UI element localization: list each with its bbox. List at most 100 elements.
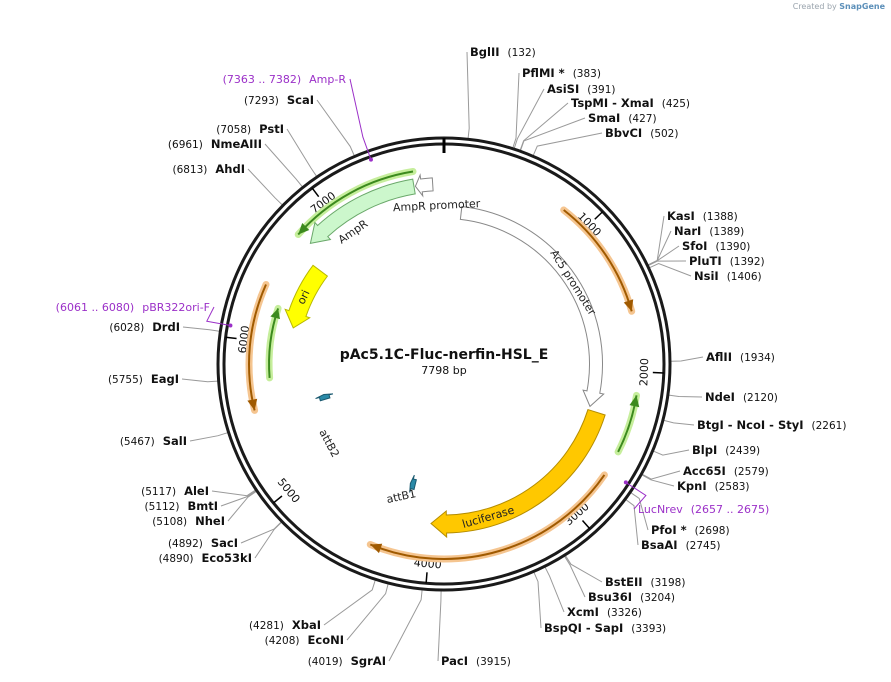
site-position: (502) [650,128,678,140]
feature-ori[interactable] [284,264,329,329]
site-position: (3915) [476,656,511,668]
site-name: PacI [441,654,468,668]
restriction-site[interactable]: NdeI(2120) [705,390,778,404]
site-position: (4208) [265,635,300,647]
primer-range: (7363 .. 7382) [223,73,302,86]
site-name: KpnI [677,479,707,493]
restriction-site[interactable]: (4892)SacI [168,536,238,550]
restriction-site[interactable]: TspMI - XmaI(425) [571,96,690,110]
primer-binding-site[interactable]: (6061 .. 6080)pBR322ori-F [56,301,210,314]
restriction-site[interactable]: (5117)AleI [141,484,209,498]
site-position: (6961) [168,139,203,151]
restriction-site[interactable]: (4019)SgrAI [308,654,386,668]
site-name: EagI [151,372,179,386]
site-name: BstEII [605,575,643,589]
site-line [437,590,442,662]
restriction-site[interactable]: XcmI(3326) [567,605,642,619]
restriction-site[interactable]: (5467)SalI [120,434,187,448]
site-name: NsiI [694,269,719,283]
feature-label-attb2: attB2 [316,427,342,460]
restriction-site[interactable]: PflMI * (383) [522,66,601,80]
restriction-site[interactable]: (5112)BmtI [145,499,218,513]
primer-binding-site[interactable]: (7363 .. 7382)Amp-R [223,73,347,86]
restriction-site[interactable]: NsiI(1406) [694,269,762,283]
restriction-site[interactable]: PfoI *(2698) [651,523,730,537]
tick-mark [311,187,320,198]
site-name: PluTI [689,254,722,268]
restriction-site[interactable]: (6961) NmeAIII [168,137,262,151]
restriction-site[interactable]: (5755)EagI [108,372,179,386]
feature-label-ori: ori [295,288,313,307]
arc-orange-6000-head [247,398,258,411]
site-line [648,260,687,266]
restriction-site[interactable]: (7058)PstI [216,122,284,136]
site-name: PflMI * [522,66,565,80]
site-position: (3198) [651,577,686,589]
restriction-site[interactable]: BtgI - NcoI - StyI(2261) [697,418,846,432]
restriction-site[interactable]: BbvCI(502) [605,126,678,140]
arc-green-2000-head [629,395,640,408]
restriction-sites-layer: BglII(132) PflMI * (383) AsiSI(391)TspMI - … [108,45,847,668]
restriction-site[interactable]: BstEII (3198) [605,575,685,589]
restriction-site[interactable]: KpnI(2583) [677,479,750,493]
site-position: (391) [587,84,615,96]
site-name: KasI [667,209,695,223]
site-position: (1390) [715,241,750,253]
site-name: Bsu36I [588,590,632,604]
site-position: (2261) [812,420,847,432]
site-position: (3393) [631,623,666,635]
primer-binding-site[interactable]: LucNrev(2657 .. 2675) [638,503,769,516]
restriction-site[interactable]: KasI(1388) [667,209,738,223]
restriction-site[interactable]: PacI (3915) [441,654,511,668]
tick-mark [425,572,428,584]
tick-mark [594,211,604,220]
feature-luciferase[interactable] [430,408,606,539]
restriction-site[interactable]: BlpI(2439) [692,443,760,457]
site-lines-layer [181,51,704,662]
restriction-site[interactable]: BsaAI(2745) [641,538,720,552]
restriction-site[interactable]: AsiSI(391) [547,82,615,96]
restriction-site[interactable]: (4890) Eco53kI [159,551,252,565]
restriction-site[interactable]: (7293)ScaI [244,93,314,107]
restriction-site[interactable]: PluTI(1392) [689,254,765,268]
restriction-site[interactable]: (6028)DrdI [109,320,180,334]
restriction-site[interactable]: (4281)XbaI [249,618,321,632]
feature-ampr[interactable] [309,178,416,245]
watermark-brand: SnapGene [839,2,885,11]
restriction-site[interactable]: BglII(132) [470,45,536,59]
site-position: (383) [573,68,601,80]
restriction-site[interactable]: Bsu36I(3204) [588,590,675,604]
restriction-site[interactable]: BspQI - SapI(3393) [544,621,666,635]
site-position: (3326) [607,607,642,619]
arc-orange-lucif [369,474,606,560]
site-name: EcoNI [308,633,344,647]
feature-attb2[interactable] [315,393,334,402]
site-name: Eco53kI [201,551,252,565]
site-line [641,474,675,487]
site-name: NmeAIII [211,137,262,151]
restriction-site[interactable]: (4208) EcoNI [265,633,344,647]
plasmid-length: 7798 bp [421,364,466,377]
site-position: (4890) [159,553,194,565]
site-line [220,490,257,507]
site-line [642,470,681,480]
restriction-site[interactable]: SmaI(427) [588,111,657,125]
restriction-site[interactable]: Acc65I(2579) [683,464,769,478]
restriction-site[interactable]: AflII(1934) [706,350,775,364]
feature-ac5[interactable] [459,205,605,408]
site-name: NdeI [705,390,735,404]
feature-label-ac5: Ac5 promoter [547,247,598,318]
site-position: (1934) [740,352,775,364]
feature-ampr-promoter[interactable] [414,173,434,198]
site-line [346,583,389,641]
watermark-prefix: Created by [792,2,837,11]
site-line [625,499,639,546]
restriction-site[interactable]: (5108)NheI [152,514,225,528]
restriction-site[interactable]: (6813)AhdI [172,162,245,176]
primer-line [349,78,372,160]
tick-label: 2000 [637,358,651,386]
restriction-site[interactable]: SfoI(1390) [682,239,750,253]
site-name: BglII [470,45,500,59]
restriction-site[interactable]: NarI(1389) [674,224,744,238]
feature-attb1[interactable] [409,474,417,493]
